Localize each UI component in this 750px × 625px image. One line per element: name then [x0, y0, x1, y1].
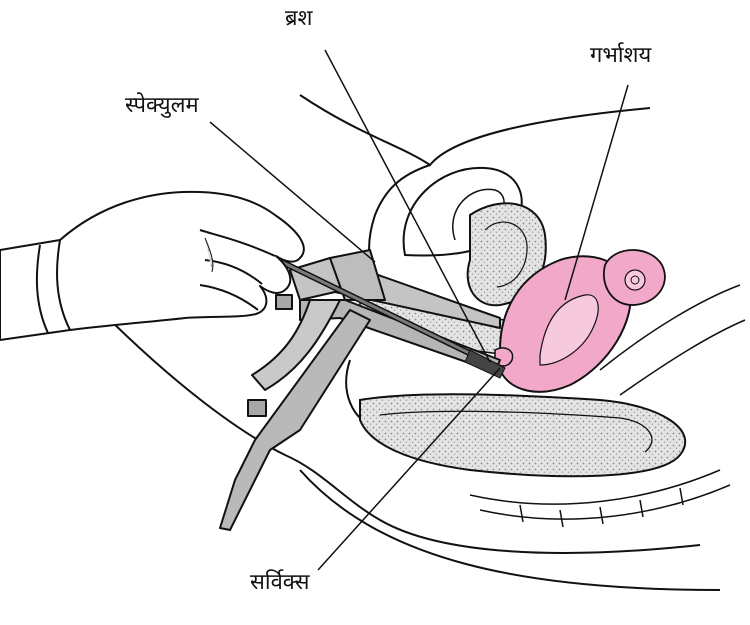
brush-leader-line: [324, 49, 491, 363]
leader-lines: [209, 49, 629, 571]
label-uterus: गर्भाशय: [590, 43, 652, 68]
body-outline: [99, 94, 721, 591]
cervix-leader-line: [317, 367, 501, 571]
rectum: [359, 393, 687, 478]
ovary: [603, 249, 666, 306]
label-brush: ब्रश: [285, 6, 313, 31]
speculum-leader-line: [209, 121, 376, 263]
sacrum: [469, 284, 746, 528]
uterus-shape: [494, 255, 632, 393]
label-cervix: सर्विक्स: [250, 570, 310, 595]
gloved-hand: [0, 190, 305, 341]
label-speculum: स्पेक्युलम: [125, 93, 199, 118]
speculum-instrument: [219, 249, 501, 531]
uterus-leader-line: [564, 84, 629, 301]
